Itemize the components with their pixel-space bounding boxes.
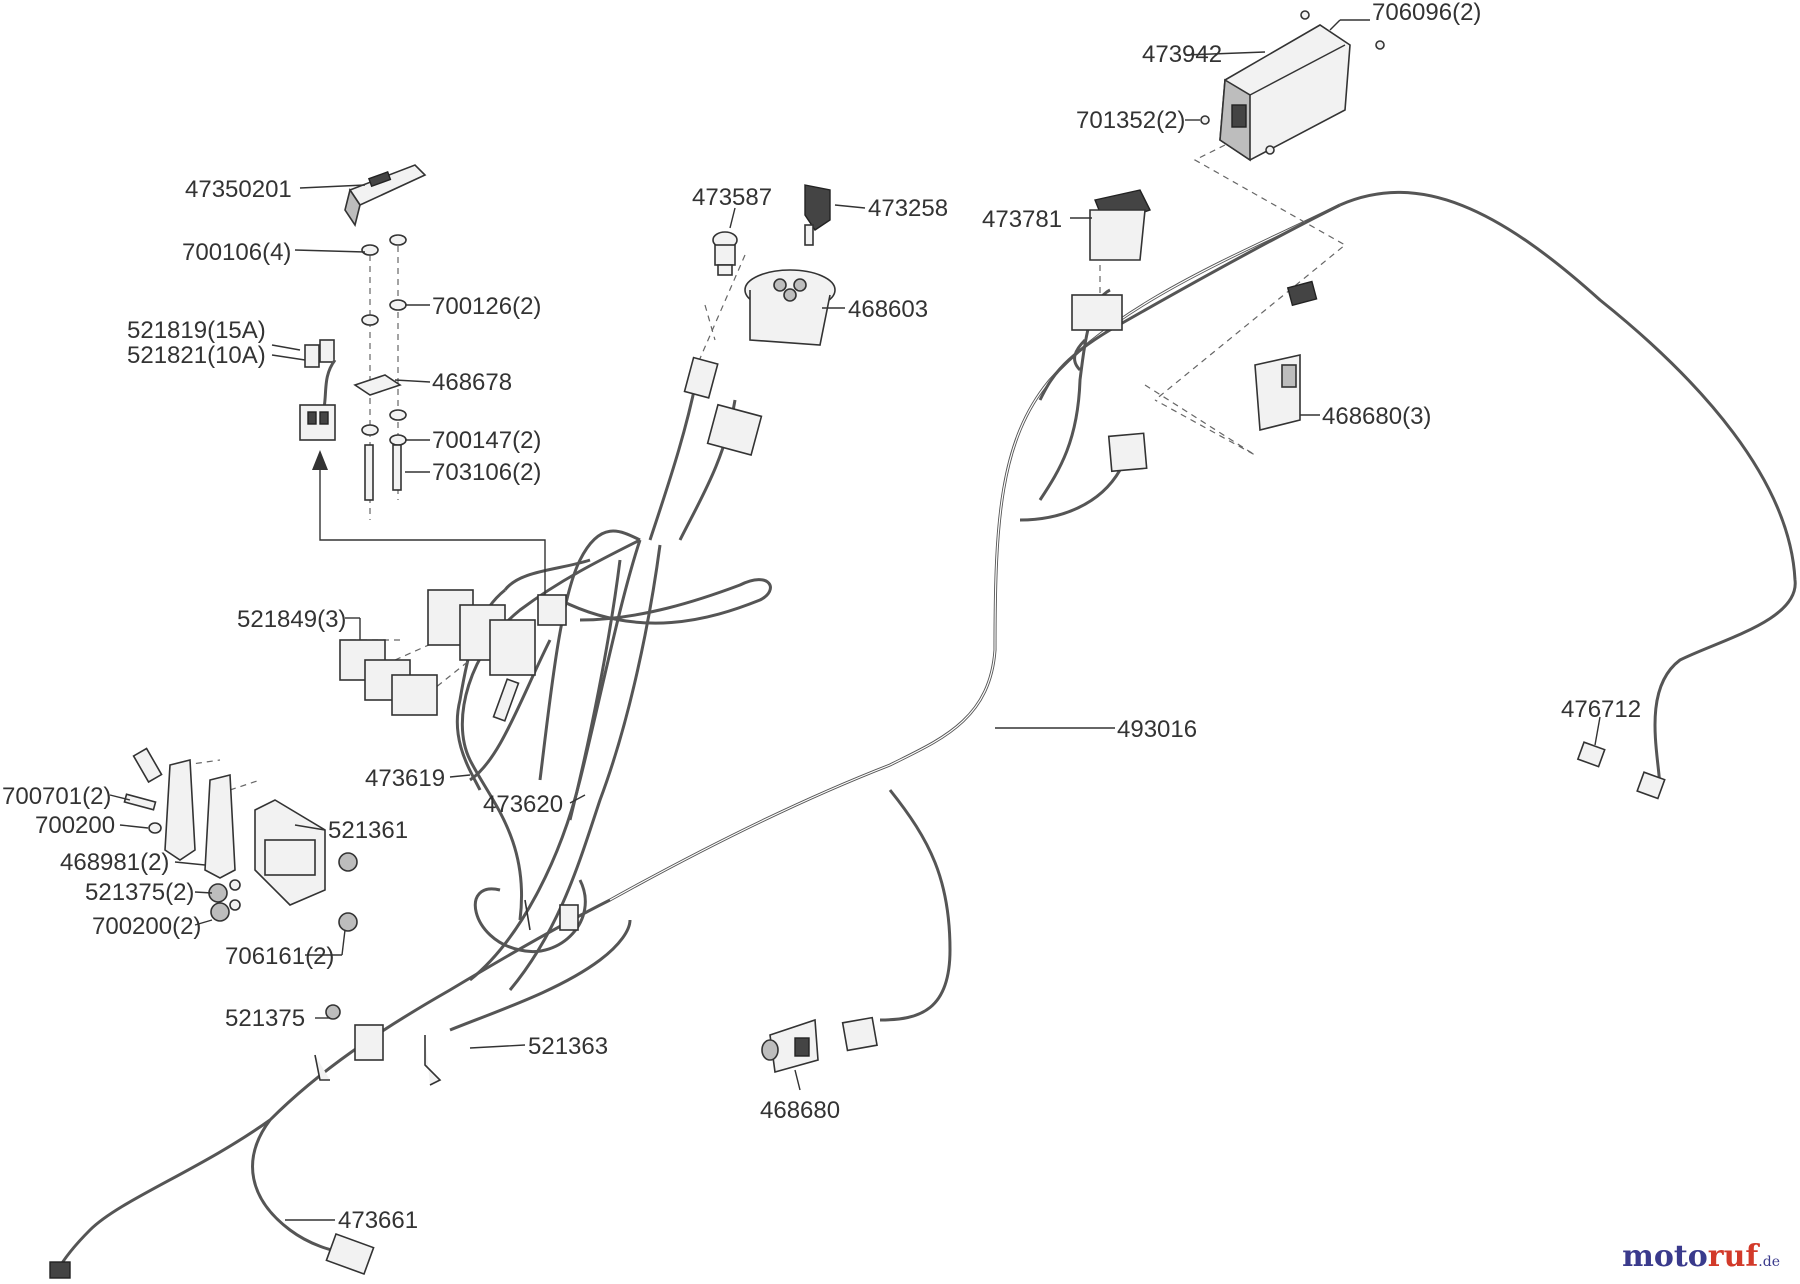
solenoid-assembly — [123, 747, 358, 932]
label-493016: 493016 — [1117, 716, 1197, 743]
label-473781: 473781 — [982, 206, 1062, 233]
label-473619: 473619 — [365, 765, 445, 792]
watermark-brand-b: ruf — [1707, 1239, 1759, 1274]
arrow-to-fuse-holder — [319, 460, 546, 600]
label-521363: 521363 — [528, 1033, 608, 1060]
module-473942 — [1200, 10, 1385, 162]
label-521375-2: 521375(2) — [85, 879, 194, 906]
label-700701-2: 700701(2) — [2, 783, 111, 810]
label-521821-10a: 521821(10A) — [127, 342, 266, 369]
connector-right-1 — [1286, 280, 1318, 307]
label-476712: 476712 — [1561, 696, 1641, 723]
label-468678: 468678 — [432, 369, 512, 396]
label-706161-2: 706161(2) — [225, 943, 334, 970]
label-703106-2: 703106(2) — [432, 459, 541, 486]
wire-473619 — [469, 639, 552, 782]
label-521375: 521375 — [225, 1005, 305, 1032]
label-473258: 473258 — [868, 195, 948, 222]
connector-ignition — [706, 403, 763, 456]
connector-476712 — [1576, 741, 1666, 800]
label-521361: 521361 — [328, 817, 408, 844]
label-700147-2: 700147(2) — [432, 427, 541, 454]
label-521849-3: 521849(3) — [237, 606, 346, 633]
part-labels: 706096(2) 473942 701352(2) 47350201 7001… — [2, 0, 1641, 1234]
switch-468680-3 — [1254, 354, 1301, 432]
key-473258 — [804, 184, 831, 246]
fuse-holder — [299, 339, 337, 441]
label-700126-2: 700126(2) — [432, 293, 541, 320]
dashed-guides — [184, 144, 1347, 791]
switch-473587 — [712, 231, 738, 276]
arrow-head — [312, 450, 328, 470]
label-700106-4: 700106(4) — [182, 239, 291, 266]
connector-switch — [683, 356, 719, 399]
motoruf-watermark-logo: motoruf.de — [1622, 1239, 1780, 1274]
harness-bundle-left — [251, 359, 772, 1257]
switch-473781 — [1071, 189, 1151, 331]
watermark-brand-a: moto — [1622, 1239, 1708, 1274]
label-468680-3: 468680(3) — [1322, 403, 1431, 430]
label-700200: 700200 — [35, 812, 115, 839]
label-473620: 473620 — [483, 791, 563, 818]
label-47350201: 47350201 — [185, 176, 292, 203]
main-harness-493016 — [53, 191, 1797, 1276]
leader-lines — [109, 19, 1601, 1221]
label-706096-2: 706096(2) — [1372, 0, 1481, 26]
label-473661: 473661 — [338, 1207, 418, 1234]
connectors-lower-left — [314, 899, 579, 1086]
hardware-stack — [353, 234, 407, 501]
ignition-468603 — [744, 269, 836, 346]
label-700200-2: 700200(2) — [92, 913, 201, 940]
label-521819-15a: 521819(15A) — [127, 317, 266, 344]
label-701352-2: 701352(2) — [1076, 107, 1185, 134]
label-468680: 468680 — [760, 1097, 840, 1124]
label-473587: 473587 — [692, 184, 772, 211]
connectors-473661 — [49, 1232, 375, 1279]
relays-521849 — [339, 589, 567, 716]
cable-end-473619 — [492, 678, 520, 722]
label-473942: 473942 — [1142, 41, 1222, 68]
label-468981-2: 468981(2) — [60, 849, 169, 876]
bracket-47350201 — [344, 164, 427, 227]
watermark-suffix: .de — [1758, 1254, 1780, 1270]
connector-right-2 — [1107, 432, 1148, 473]
label-468603: 468603 — [848, 296, 928, 323]
switch-468680 — [761, 1016, 878, 1074]
